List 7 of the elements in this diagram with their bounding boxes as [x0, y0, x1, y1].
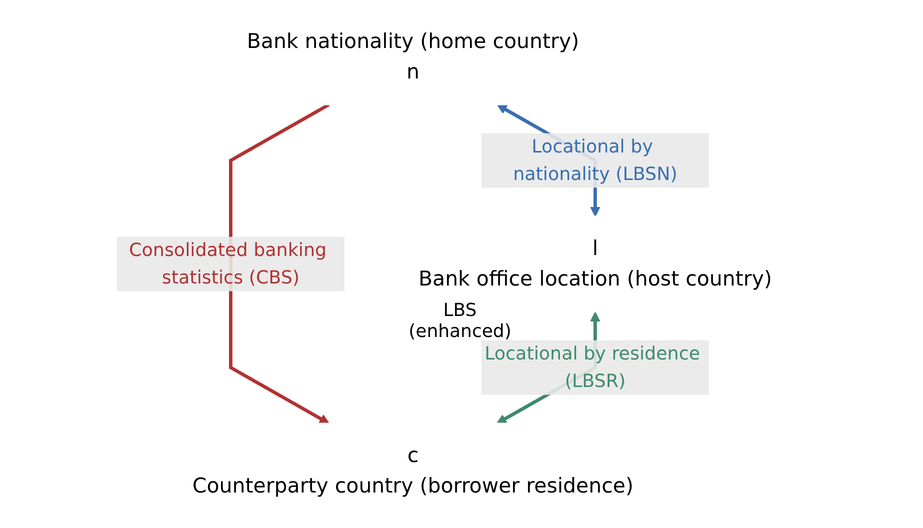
- node-text: l Bank office location (host country): [418, 236, 772, 292]
- edge-label: Locational by residence (LBSR): [484, 342, 700, 392]
- node-text: Bank nationality (home country) n: [246, 30, 580, 84]
- edge-label: Locational by nationality (LBSN): [513, 135, 678, 184]
- edge-label: Consolidated banking statistics (CBS): [129, 238, 327, 288]
- node-text: c Counterparty country (borrower residence): [192, 444, 634, 498]
- center-label: LBS (enhanced): [408, 300, 512, 342]
